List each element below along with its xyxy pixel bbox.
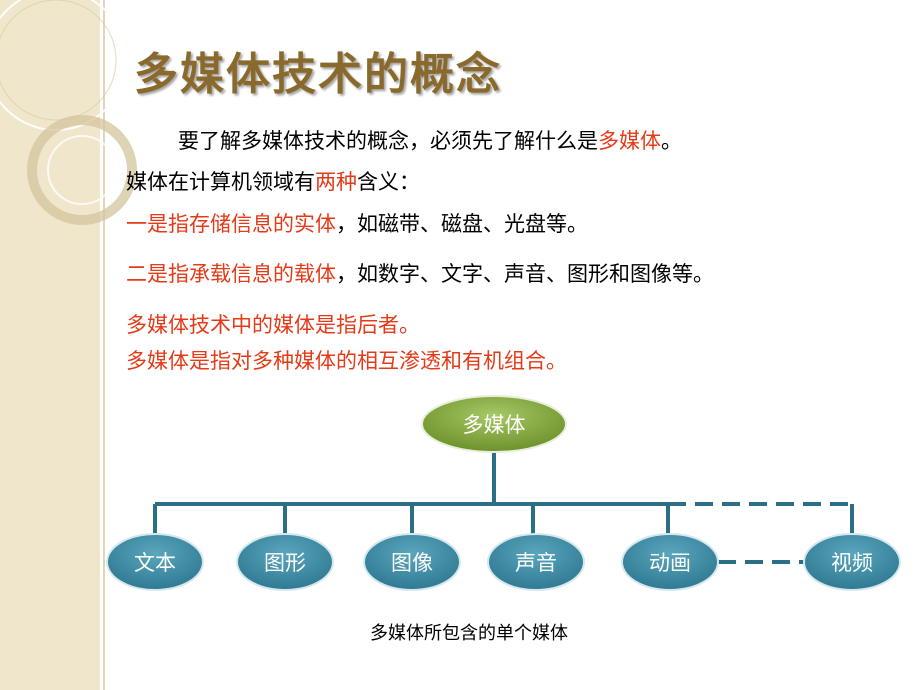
first-meaning-line: 一是指存储信息的实体，如磁带、磁盘、光盘等。 — [126, 208, 588, 238]
meanings-line: 媒体在计算机领域有两种含义： — [126, 166, 420, 196]
intro-line: 要了解多媒体技术的概念，必须先了解什么是多媒体。 — [178, 125, 682, 155]
first-meaning-highlight: 一是指存储信息的实体 — [126, 212, 336, 236]
node-label-tuxiang: 图像 — [391, 551, 433, 575]
node-donghua — [621, 533, 719, 591]
second-meaning-examples: ，如数字、文字、声音、图形和图像等。 — [336, 262, 714, 286]
second-meaning-highlight: 二是指承载信息的载体 — [126, 262, 336, 286]
node-shengyin — [487, 533, 585, 591]
intro-suffix: 。 — [661, 129, 682, 153]
meanings-text: 媒体在计算机领域有 — [126, 170, 315, 194]
slide-title: 多媒体技术的概念 — [134, 49, 502, 100]
intro-highlight: 多媒体 — [598, 129, 661, 153]
decorative-band-divider — [103, 0, 105, 690]
first-meaning-examples: ，如磁带、磁盘、光盘等。 — [336, 212, 588, 236]
decorative-rings — [0, 0, 137, 225]
diagram-caption: 多媒体所包含的单个媒体 — [370, 623, 568, 644]
node-tuxiang — [363, 533, 461, 591]
meanings-suffix: 含义： — [357, 170, 420, 194]
node-label-wenben: 文本 — [134, 551, 176, 575]
intro-text: 要了解多媒体技术的概念，必须先了解什么是 — [178, 129, 598, 153]
node-label-shipin: 视频 — [831, 551, 873, 575]
node-label-donghua: 动画 — [649, 551, 691, 575]
combination-statement: 多媒体是指对多种媒体的相互渗透和有机组合。 — [126, 349, 567, 373]
root-node — [421, 395, 567, 453]
root-node-label: 多媒体 — [462, 413, 526, 437]
node-wenben — [106, 533, 204, 591]
decorative-left-band — [0, 0, 100, 690]
node-shipin — [803, 533, 901, 591]
node-tuxing — [236, 533, 334, 591]
latter-statement: 多媒体技术中的媒体是指后者。 — [126, 313, 420, 337]
meanings-highlight: 两种 — [315, 170, 357, 194]
node-label-tuxing: 图形 — [264, 551, 306, 575]
second-meaning-line: 二是指承载信息的载体，如数字、文字、声音、图形和图像等。 — [126, 258, 714, 288]
node-label-shengyin: 声音 — [515, 551, 557, 575]
